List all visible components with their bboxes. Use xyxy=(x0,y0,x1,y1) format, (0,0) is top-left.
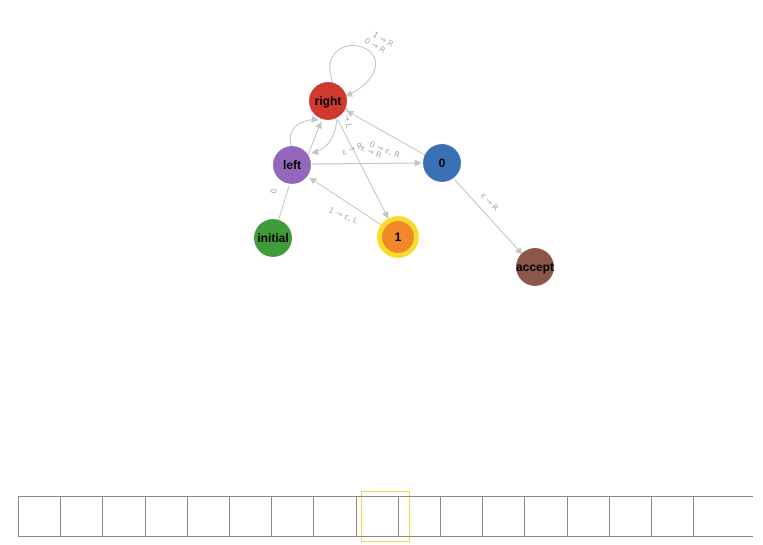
tape-cell[interactable] xyxy=(229,496,271,537)
tape-cell[interactable] xyxy=(313,496,356,537)
state-one-circle[interactable] xyxy=(382,221,414,253)
state-initial[interactable]: initial xyxy=(254,219,292,257)
edge-left-to-zero-1[interactable] xyxy=(311,159,422,167)
label-initial-to-left: 0 xyxy=(269,188,279,195)
tape-border-bottom xyxy=(18,536,753,537)
state-right-circle[interactable] xyxy=(309,82,347,120)
state-left-label: left xyxy=(283,158,301,172)
state-left[interactable]: left xyxy=(273,146,311,184)
edge-left-to-zero-2[interactable] xyxy=(305,121,322,161)
tape-cell[interactable] xyxy=(651,496,693,537)
tape-cell[interactable] xyxy=(397,496,440,537)
tape-cell[interactable] xyxy=(60,496,103,537)
tape-cell[interactable] xyxy=(186,496,229,537)
edge-right-to-left[interactable] xyxy=(311,118,338,155)
tape-cell[interactable] xyxy=(355,496,398,537)
state-one-label: 1 xyxy=(395,230,402,244)
tape-cell[interactable] xyxy=(271,496,314,537)
state-one[interactable]: 1 xyxy=(377,216,419,258)
tape-cell[interactable] xyxy=(18,496,60,537)
edge-right-to-one[interactable] xyxy=(337,119,389,219)
state-accept-circle[interactable] xyxy=(516,248,554,286)
transition-labels: 1 → R 0 → R ε → L ε → R 0 → ε, R ε → R 1… xyxy=(269,30,500,226)
tape-head-marker xyxy=(361,491,410,542)
tape-cell[interactable] xyxy=(608,496,651,537)
tape-cell[interactable] xyxy=(693,496,736,537)
tape-cell[interactable] xyxy=(566,496,609,537)
state-accept[interactable]: accept xyxy=(516,248,554,286)
state-initial-label: initial xyxy=(257,231,288,245)
state-right-label: right xyxy=(315,94,342,108)
edge-initial-to-left[interactable] xyxy=(277,185,290,223)
tape-cell[interactable] xyxy=(482,496,525,537)
state-zero[interactable]: 0 xyxy=(423,144,461,182)
tape-cell[interactable] xyxy=(440,496,482,537)
state-initial-circle[interactable] xyxy=(254,219,292,257)
edge-left-to-right[interactable] xyxy=(289,115,319,148)
label-right-to-left: ε → L xyxy=(341,107,354,129)
tape-cell[interactable] xyxy=(144,496,187,537)
transitions xyxy=(277,45,523,255)
edge-right-self[interactable] xyxy=(329,45,377,97)
state-diagram: 1 → R 0 → R ε → L ε → R 0 → ε, R ε → R 1… xyxy=(254,30,554,286)
edge-zero-to-right[interactable] xyxy=(346,110,426,156)
state-left-circle[interactable] xyxy=(273,146,311,184)
edge-zero-to-accept[interactable] xyxy=(454,179,523,255)
tape-cell[interactable] xyxy=(524,496,567,537)
state-zero-circle[interactable] xyxy=(423,144,461,182)
tape-border-top xyxy=(18,496,753,497)
label-one-to-left: 1 → ε, L xyxy=(327,206,359,226)
tape-cell[interactable] xyxy=(102,496,145,537)
state-accept-label: accept xyxy=(516,260,554,274)
edge-one-to-left[interactable] xyxy=(309,177,384,227)
state-zero-label: 0 xyxy=(439,156,446,170)
state-right[interactable]: right xyxy=(309,82,347,120)
